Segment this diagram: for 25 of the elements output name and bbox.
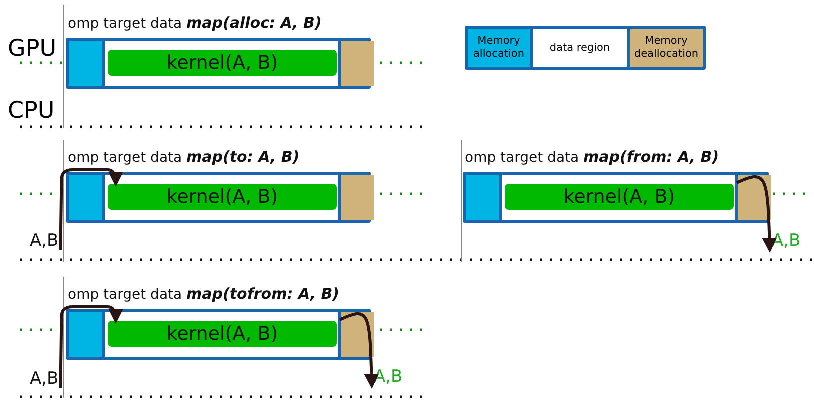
transfer-arrow: [59, 306, 124, 388]
legend-label: data region: [550, 42, 610, 54]
legend-label: Memory deallocation: [633, 35, 700, 61]
deallocation-block: [338, 41, 374, 86]
allocation-block: [69, 312, 105, 357]
deallocation-block: [338, 175, 374, 220]
directive-heading: omp target data map(to: A, B): [68, 148, 300, 166]
kernel-bar: kernel(A, B): [108, 50, 337, 76]
directive-heading: omp target data map(from: A, B): [465, 148, 720, 166]
allocation-block: [466, 175, 502, 220]
transfer-arrow: [736, 176, 778, 253]
device-label: CPU: [8, 98, 55, 124]
kernel-bar: kernel(A, B): [108, 184, 337, 210]
allocation-block: [69, 175, 105, 220]
kernel-bar: kernel(A, B): [505, 184, 734, 210]
directive-heading: omp target data map(tofrom: A, B): [68, 285, 340, 303]
device-label: GPU: [8, 36, 57, 62]
transfer-arrow: [339, 312, 380, 389]
transfer-arrow: [59, 168, 124, 250]
directive-heading: omp target data map(alloc: A, B): [68, 14, 322, 32]
data-label: A,B: [30, 232, 59, 250]
allocation-block: [69, 41, 105, 86]
legend-label: Memory allocation: [472, 35, 526, 61]
kernel-bar: kernel(A, B): [108, 321, 337, 347]
data-label: A,B: [30, 370, 59, 388]
